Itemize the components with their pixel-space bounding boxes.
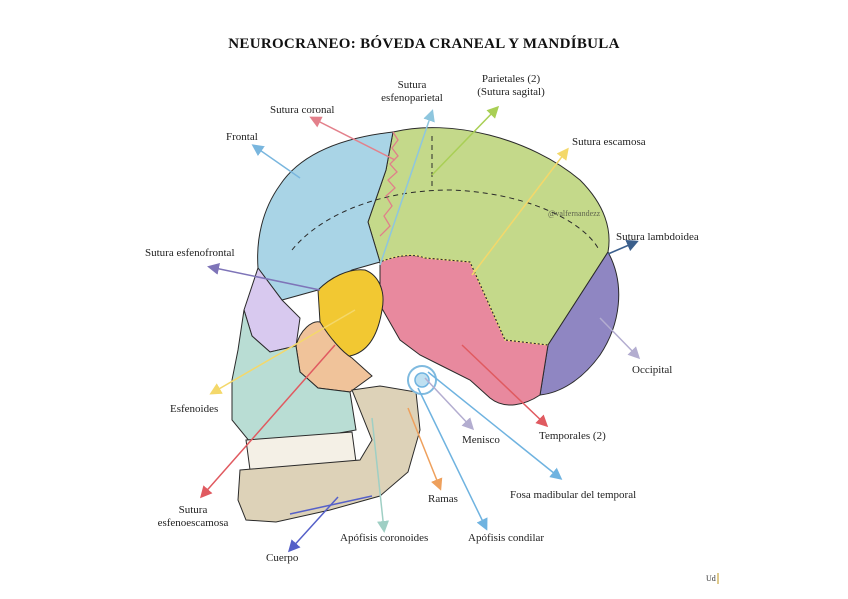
labels: Sutura esfenoparietal Parietales (2) (Su…	[145, 73, 719, 584]
label-sutura-lambdoidea: Sutura lambdoidea	[616, 231, 699, 243]
label-sutura-esfenoescamosa-1: Sutura	[179, 504, 208, 516]
arrow-apofisis-condilar	[417, 387, 488, 531]
skull-illustration: @valfernandezz	[231, 127, 620, 523]
label-apofisis-condilar: Apófisis condilar	[468, 532, 544, 544]
signature: Ud	[706, 574, 716, 583]
label-occipital: Occipital	[632, 364, 672, 376]
label-sutura-escamosa: Sutura escamosa	[572, 136, 646, 148]
occipital-bone	[539, 251, 620, 396]
label-fosa-mandibular: Fosa madibular del temporal	[510, 489, 636, 501]
temporal-line	[291, 189, 599, 251]
label-cuerpo: Cuerpo	[266, 552, 299, 564]
label-temporales: Temporales (2)	[539, 430, 606, 442]
arrow-frontal	[251, 144, 301, 179]
coronal-suture	[379, 131, 399, 237]
arrow-esfenoides	[209, 309, 356, 395]
arrow-menisco	[424, 377, 475, 431]
maxilla-bone	[231, 309, 357, 443]
label-sutura-esfenoescamosa-2: esfenoescamosa	[158, 517, 229, 529]
label-sutura-esfenoparietal-1: Sutura	[398, 79, 427, 91]
annotation-arrows	[200, 105, 641, 553]
arrow-temporales	[461, 344, 549, 428]
arrow-sutura-lambdoidea	[607, 240, 639, 255]
arrow-occipital	[599, 317, 641, 360]
mandible-leader	[289, 495, 373, 515]
condyle-ring	[414, 372, 430, 388]
arrow-sutura-esfenofrontal	[207, 262, 321, 291]
arrow-sutura-escamosa	[471, 147, 569, 276]
watermark: @valfernandezz	[548, 209, 601, 218]
arrow-ramas	[407, 407, 443, 491]
diagram-title: NEUROCRANEO: BÓVEDA CRANEAL Y MANDÍBULA	[228, 36, 620, 52]
frontal-bone	[257, 131, 394, 301]
label-ramas: Ramas	[428, 493, 458, 505]
label-parietales-1: Parietales (2)	[482, 73, 541, 85]
arrow-fosa-mandibular	[427, 371, 563, 480]
label-sutura-coronal: Sutura coronal	[270, 104, 334, 116]
label-sutura-esfenofrontal: Sutura esfenofrontal	[145, 247, 235, 259]
label-parietales-2: (Sutura sagital)	[477, 86, 545, 98]
meniscus-ring	[407, 365, 437, 395]
mandible	[237, 385, 421, 523]
zygomatic-bone	[295, 321, 373, 393]
arrow-sutura-esfenoescamosa	[200, 344, 336, 499]
label-menisco: Menisco	[462, 434, 500, 446]
label-apofisis-coronoides: Apófisis coronoides	[340, 532, 428, 544]
squamous-suture	[379, 254, 549, 346]
label-frontal: Frontal	[226, 131, 258, 143]
label-sutura-esfenoparietal-2: esfenoparietal	[381, 92, 443, 104]
arrow-sutura-coronal	[309, 116, 396, 161]
arrow-parietales	[431, 105, 500, 176]
arrow-apofisis-coronoides	[371, 417, 390, 533]
arrow-sutura-esfenoparietal	[379, 109, 435, 266]
label-esfenoides: Esfenoides	[170, 403, 218, 415]
